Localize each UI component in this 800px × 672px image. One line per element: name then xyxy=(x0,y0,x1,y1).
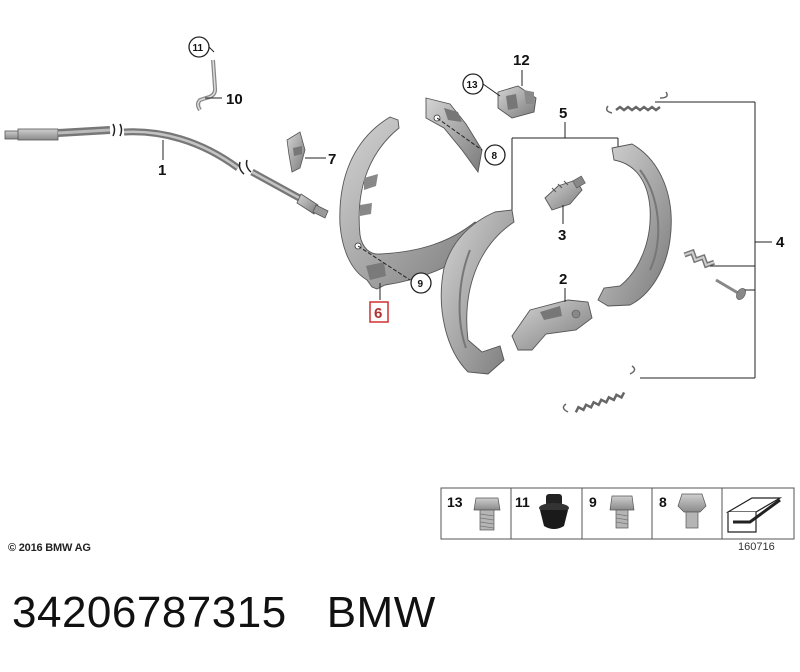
callout-8: 8 xyxy=(492,151,498,162)
cable-holder xyxy=(196,59,222,112)
bolt-icon xyxy=(609,495,635,529)
svg-text:11: 11 xyxy=(515,494,530,510)
brake-shoe-right xyxy=(597,143,672,307)
callout-1: 1 xyxy=(158,162,166,179)
legend-item-9[interactable]: 9 xyxy=(589,494,635,529)
brake-shoe-left xyxy=(440,209,515,375)
brake-cable xyxy=(4,123,329,219)
copyright-notice: © 2016 BMW AG xyxy=(8,542,91,554)
lower-return-spring xyxy=(562,365,636,413)
bracket-4 xyxy=(640,101,772,379)
legend-item-13[interactable]: 13 xyxy=(447,494,501,531)
highlight-box[interactable] xyxy=(369,301,389,323)
drawing-number: 160716 xyxy=(738,541,775,553)
callout-2: 2 xyxy=(559,271,567,288)
svg-text:9: 9 xyxy=(589,494,597,510)
part-number: 34206787315 xyxy=(12,588,287,637)
rubber-grommet-icon xyxy=(539,494,569,529)
callout-12: 12 xyxy=(513,52,530,69)
hold-down-pin xyxy=(715,278,746,300)
legend-item-8[interactable]: 8 xyxy=(659,493,707,529)
callout-circle-9 xyxy=(410,272,432,294)
callout-6[interactable]: 6 xyxy=(374,305,382,322)
svg-text:8: 8 xyxy=(659,494,667,510)
callout-11: 11 xyxy=(193,43,204,54)
expander-lever xyxy=(511,288,593,351)
callout-13: 13 xyxy=(467,80,479,91)
upper-return-spring xyxy=(605,91,668,114)
callout-10: 10 xyxy=(226,91,243,108)
hold-down-spring xyxy=(683,248,716,269)
svg-text:13: 13 xyxy=(447,494,463,510)
callout-7: 7 xyxy=(328,151,336,168)
flag-arrow-icon xyxy=(725,497,783,533)
hardware-legend: 13 11 9 8 xyxy=(440,487,795,540)
brake-anchor-plate xyxy=(339,97,487,300)
callout-4: 4 xyxy=(776,234,785,251)
callout-3: 3 xyxy=(558,227,566,244)
expander-lock xyxy=(482,70,537,119)
callout-9: 9 xyxy=(418,279,424,290)
legend-item-11[interactable]: 11 xyxy=(515,494,569,529)
brand-name: BMW xyxy=(326,588,436,637)
cable-clip xyxy=(286,131,326,173)
hex-bolt-icon xyxy=(677,493,707,529)
bolt-icon xyxy=(473,497,501,531)
callout-5: 5 xyxy=(559,105,567,122)
callout-circle-13 xyxy=(462,73,484,95)
callout-circle-8 xyxy=(484,144,506,166)
footer-caption: 34206787315 BMW xyxy=(12,588,436,638)
adjuster xyxy=(544,175,586,224)
